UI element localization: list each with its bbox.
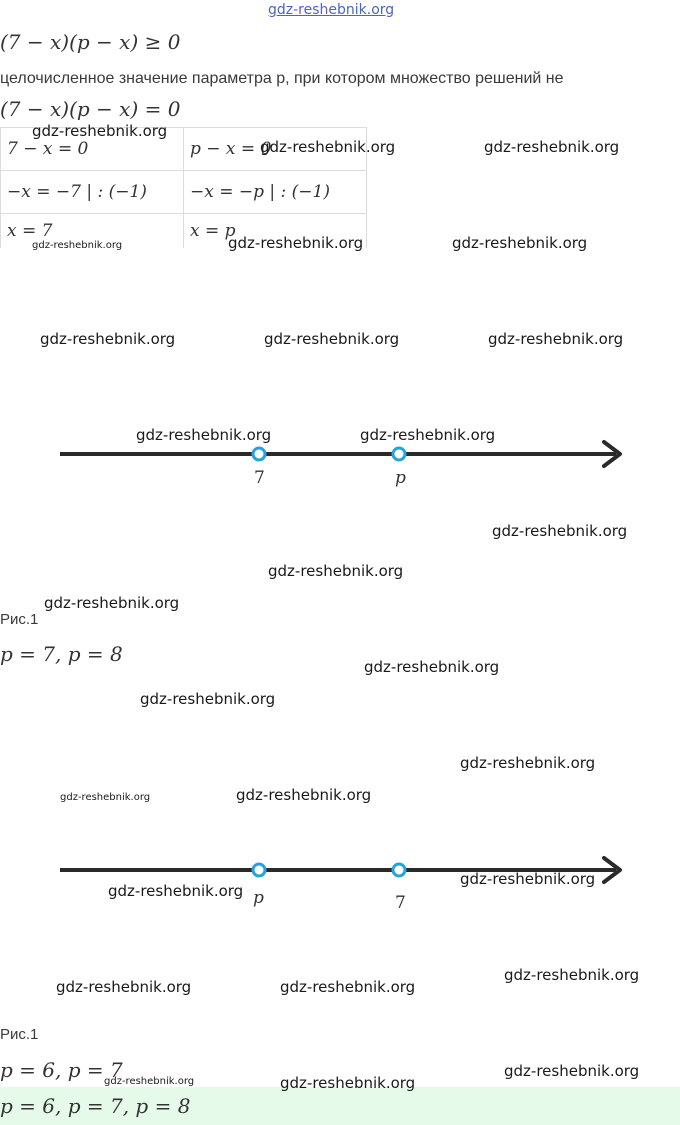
- watermark: gdz-reshebnik.org: [492, 522, 628, 540]
- line2-label-p: p: [253, 888, 264, 908]
- watermark: gdz-reshebnik.org: [364, 658, 500, 676]
- question-text: целочисленное значение параметра p, при …: [0, 70, 564, 87]
- watermark: gdz-reshebnik.org: [484, 138, 620, 156]
- table-cell: p − x = 0: [183, 127, 367, 171]
- watermark: gdz-reshebnik.org: [280, 1074, 416, 1092]
- point-p: [251, 862, 267, 878]
- table-row: 7 − x = 0 p − x = 0: [0, 127, 367, 171]
- point-7: [251, 446, 267, 462]
- answer: p = 6, p = 7, p = 8: [0, 1094, 191, 1118]
- watermark: gdz-reshebnik.org: [108, 882, 244, 900]
- watermark: gdz-reshebnik.org: [268, 2, 395, 18]
- watermark: gdz-reshebnik.org: [264, 330, 400, 348]
- result-2: p = 6, p = 7: [0, 1058, 123, 1082]
- watermark: gdz-reshebnik.org: [460, 754, 596, 772]
- watermark: gdz-reshebnik.org: [228, 234, 364, 252]
- watermark: gdz-reshebnik.org: [260, 138, 396, 156]
- number-line-2: [60, 856, 622, 884]
- solution-table: 7 − x = 0 p − x = 0 −x = −7 | : (−1) −x …: [0, 127, 367, 248]
- watermark: gdz-reshebnik.org: [504, 966, 640, 984]
- inequality: (7 − x)(p − x) ≥ 0: [0, 30, 181, 54]
- table-row: −x = −7 | : (−1) −x = −p | : (−1): [0, 170, 367, 214]
- figure-caption: Рис.1: [0, 1026, 39, 1043]
- watermark: gdz-reshebnik.org: [136, 426, 272, 444]
- arrow-head: [602, 440, 622, 468]
- point-p: [391, 446, 407, 462]
- watermark: gdz-reshebnik.org: [40, 330, 176, 348]
- table-cell: −x = −p | : (−1): [183, 170, 367, 214]
- watermark: gdz-reshebnik.org: [44, 594, 180, 612]
- equation: (7 − x)(p − x) = 0: [0, 97, 181, 121]
- answer-box: [0, 1087, 680, 1125]
- watermark: gdz-reshebnik.org: [268, 562, 404, 580]
- line1-label-7: 7: [254, 468, 265, 488]
- watermark: gdz-reshebnik.org: [280, 978, 416, 996]
- result-1: p = 7, p = 8: [0, 642, 123, 666]
- watermark: gdz-reshebnik.org: [60, 792, 151, 803]
- figure-caption: Рис.1: [0, 611, 39, 628]
- point-7: [391, 862, 407, 878]
- watermark: gdz-reshebnik.org: [104, 1076, 195, 1087]
- watermark: gdz-reshebnik.org: [460, 870, 596, 888]
- watermark: gdz-reshebnik.org: [360, 426, 496, 444]
- watermark: gdz-reshebnik.org: [236, 786, 372, 804]
- number-line-1: [60, 440, 622, 468]
- line1-label-p: p: [395, 468, 406, 488]
- watermark: gdz-reshebnik.org: [140, 690, 276, 708]
- table-row: x = 7 x = p: [0, 213, 367, 248]
- watermark: gdz-reshebnik.org: [504, 1062, 640, 1080]
- arrow-head: [602, 856, 622, 884]
- table-cell: 7 − x = 0: [0, 127, 184, 171]
- watermark: gdz-reshebnik.org: [56, 978, 192, 996]
- table-cell: −x = −7 | : (−1): [0, 170, 184, 214]
- table-cell: x = p: [183, 213, 367, 248]
- line2-label-7: 7: [395, 893, 406, 913]
- watermark: gdz-reshebnik.org: [488, 330, 624, 348]
- watermark: gdz-reshebnik.org: [452, 234, 588, 252]
- watermark: gdz-reshebnik.org: [32, 122, 168, 140]
- watermark: gdz-reshebnik.org: [32, 240, 123, 251]
